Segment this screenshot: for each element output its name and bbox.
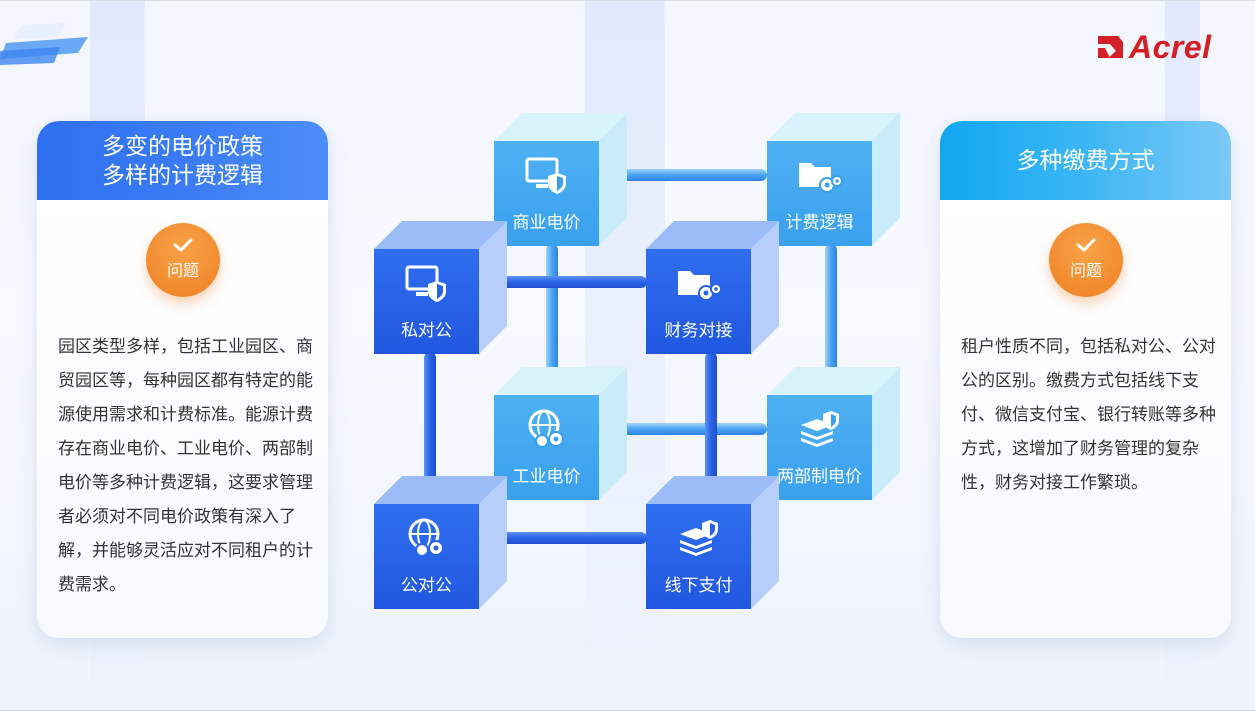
card-description: 租户性质不同，包括私对公、公对公的区别。缴费方式包括线下支付、微信支付宝、银行转… [961,337,1216,493]
globe-gears-icon [408,518,444,557]
problem-badge: 问题 [1049,223,1123,297]
cube-side-face [872,367,900,500]
cube-side-face [479,221,507,354]
cube-side-face [751,221,779,354]
cube-front-face: 工业电价 [494,395,599,500]
brand-logo-mark [1098,36,1123,58]
connector-line [825,244,837,379]
cube-side-face [599,113,627,246]
badge-label: 问题 [166,261,199,280]
cube-side-face [599,367,627,500]
check-icon [173,238,193,252]
monitor-shield-icon [525,157,566,194]
node-offline-payment: 线下支付 [646,476,779,609]
left-info-card: 多变的电价政策 多样的计费逻辑 问题 园区类型多样，包括工业园区、商贸园区等，每… [37,121,328,638]
problem-badge: 问题 [146,223,220,297]
connector-line [486,276,647,288]
cube-top-face [374,221,507,249]
node-label: 线下支付 [664,576,733,596]
cube-top-face [494,367,627,395]
connector-line [486,532,647,544]
node-finance-integration: 财务对接 [646,221,779,354]
monitor-shield-icon [405,265,446,302]
cube-top-face [767,113,900,141]
cube-front-face: 商业电价 [494,141,599,246]
node-two-part-tariff: 两部制电价 [767,367,900,500]
node-label: 财务对接 [664,321,733,341]
node-label: 计费逻辑 [785,213,854,233]
node-public-to-public: 公对公 [374,476,507,609]
stack-shield-icon [680,520,718,556]
cube-front-face: 财务对接 [646,249,751,354]
cube-top-face [767,367,900,395]
cube-side-face [479,476,507,609]
cube-top-face [646,476,779,504]
card-title-line2: 多样的计费逻辑 [102,163,263,189]
node-label: 两部制电价 [777,467,862,487]
connector-line [609,169,767,181]
node-private-to-public: 私对公 [374,221,507,354]
corner-decoration [0,23,88,65]
right-info-card: 多种缴费方式 问题 租户性质不同，包括私对公、公对公的区别。缴费方式包括线下支付… [940,121,1231,638]
cube-side-face [872,113,900,246]
node-label: 公对公 [401,576,452,596]
cube-front-face: 线下支付 [646,504,751,609]
badge-label: 问题 [1069,261,1102,280]
cube-diagram: 商业电价 计费逻辑 [372,109,902,609]
node-label: 商业电价 [512,213,581,233]
cube-front-face: 计费逻辑 [767,141,872,246]
cube-side-face [751,476,779,609]
cube-front-face: 公对公 [374,504,479,609]
card-title-line1: 多变的电价政策 [102,134,263,160]
brand-name: Acrel [1129,29,1212,65]
connector-lines [424,169,837,544]
node-industrial-tariff: 工业电价 [494,367,627,500]
cube-front-face: 两部制电价 [767,395,872,500]
card-title: 多种缴费方式 [1016,148,1155,174]
folder-gears-icon [799,163,843,193]
card-description: 园区类型多样，包括工业园区、商贸园区等，每种园区都有特定的能源使用需求和计费标准… [58,337,313,595]
card-header: 多变的电价政策 多样的计费逻辑 [37,121,328,200]
card-header: 多种缴费方式 [940,121,1231,200]
cube-top-face [374,476,507,504]
connector-line [705,352,717,487]
node-billing-logic: 计费逻辑 [767,113,900,246]
connector-line [546,244,558,379]
folder-gears-icon [678,271,722,301]
stack-shield-icon [801,411,839,447]
cube-front-face: 私对公 [374,249,479,354]
cube-top-face [646,221,779,249]
node-commercial-tariff: 商业电价 [494,113,627,246]
cube-top-face [494,113,627,141]
check-icon [1076,238,1096,252]
connector-line [424,352,436,487]
node-label: 私对公 [401,321,452,341]
globe-gears-icon [528,409,564,448]
connector-line [609,423,767,435]
node-label: 工业电价 [512,467,581,487]
